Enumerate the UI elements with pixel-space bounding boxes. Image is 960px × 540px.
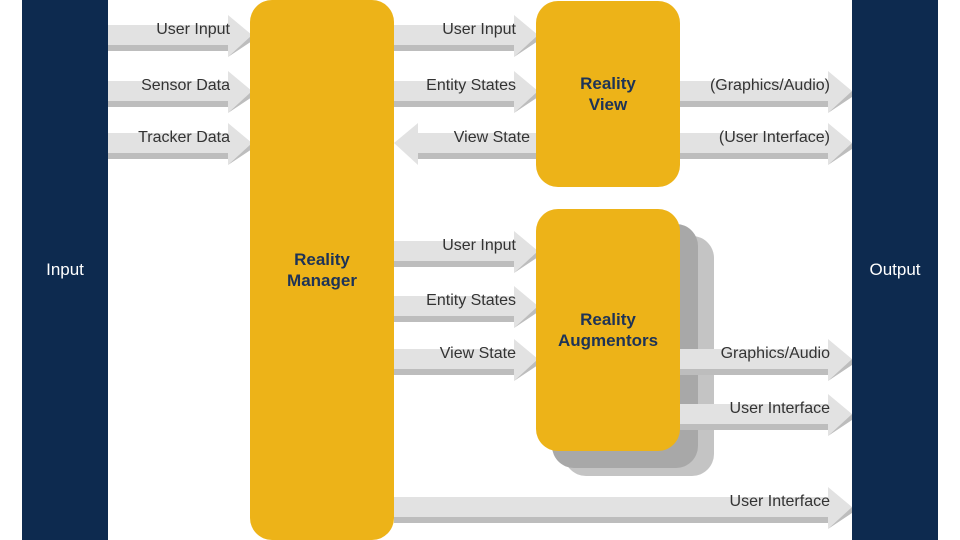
arrow-shape [394,286,538,328]
arrow-manager-user-interface: User Interface [394,487,852,529]
arrow-shape [680,394,852,436]
arrow-augmentors-graphics-audio: Graphics/Audio [680,339,852,381]
reality-augmentors-block: Reality Augmentors [536,209,680,451]
input-bar-label: Input [46,260,84,279]
arrow-manager-augmentors-entity-states: Entity States [394,286,538,328]
arrow-shape [394,339,538,381]
arrow-shape [394,15,538,57]
arrow-label: Entity States [426,292,516,309]
arrow-label: (User Interface) [718,129,830,146]
reality-manager-block: Reality Manager [250,0,394,540]
arrow-label: User Input [156,21,230,38]
reality-augmentors-label: Reality Augmentors [557,310,659,350]
arrow-shape [680,339,852,381]
arrow-view-manager-view-state: View State [394,123,538,165]
arrow-shape [394,123,538,165]
arrow-label: View State [453,129,530,146]
arrow-label: Tracker Data [138,129,230,146]
arrow-label: View State [439,345,516,362]
reality-view-block: Reality View [536,1,680,187]
arrow-label: Graphics/Audio [720,345,830,362]
arrow-manager-view-entity-states: Entity States [394,71,538,113]
arrow-shape [680,71,852,113]
arrow-view-user-interface: (User Interface) [680,123,852,165]
arrow-shape [394,71,538,113]
arrow-manager-augmentors-user-input: User Input [394,231,538,273]
input-bar: Input [22,0,108,540]
arrow-manager-view-user-input: User Input [394,15,538,57]
arrow-label: (Graphics/Audio) [709,77,830,94]
arrow-shape [108,123,252,165]
arrow-augmentors-user-interface: User Interface [680,394,852,436]
reality-view-label: Reality View [580,74,636,114]
arrow-shape [394,487,852,529]
arrow-manager-augmentors-view-state: View State [394,339,538,381]
arrow-label: User Interface [729,493,830,510]
output-bar-label: Output [869,260,921,279]
arrow-shape [108,15,252,57]
output-bar: Output [852,0,938,540]
arrow-label: User Input [442,237,516,254]
arrow-input-user-input: User Input [108,15,252,57]
arrow-label: Sensor Data [141,77,230,94]
arrow-shape [394,231,538,273]
reality-manager-label: Reality Manager [287,250,357,290]
arrow-input-sensor-data: Sensor Data [108,71,252,113]
arrow-label: User Interface [729,400,830,417]
arrow-shape [680,123,852,165]
arrow-view-graphics-audio: (Graphics/Audio) [680,71,852,113]
arrow-label: Entity States [426,77,516,94]
arrow-label: User Input [442,21,516,38]
arrow-input-tracker-data: Tracker Data [108,123,252,165]
arrow-shape [108,71,252,113]
